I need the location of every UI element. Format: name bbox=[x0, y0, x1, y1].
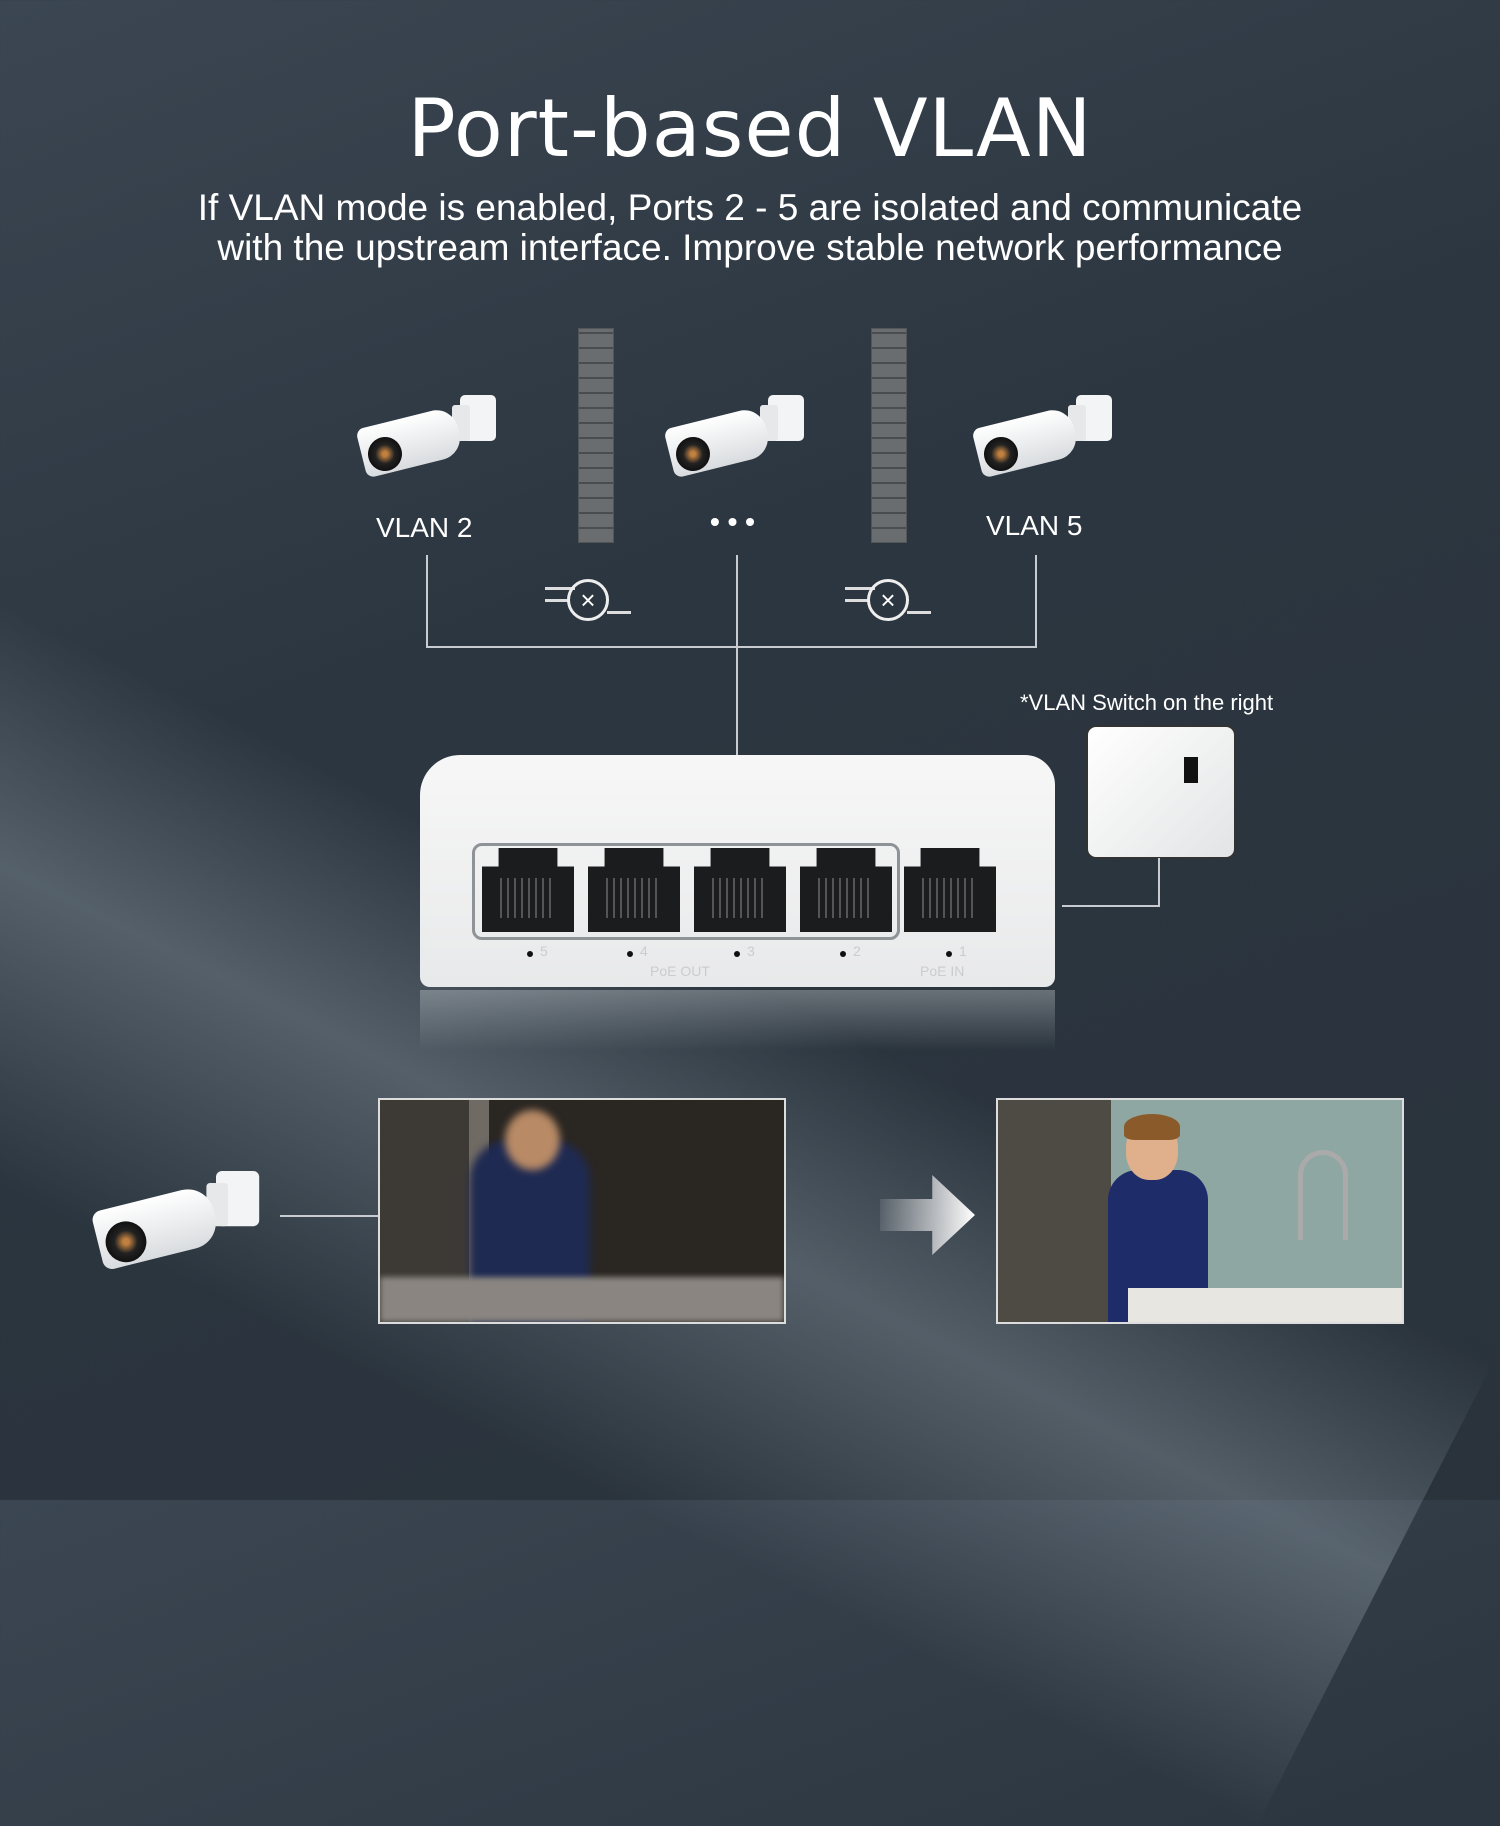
poe-in-label: PoE IN bbox=[920, 963, 965, 979]
connector-line bbox=[1158, 858, 1160, 906]
clear-video-frame bbox=[996, 1098, 1404, 1324]
vlan-5-label: VLAN 5 bbox=[986, 510, 1083, 541]
camera-icon bbox=[663, 395, 808, 485]
port-1 bbox=[904, 848, 996, 932]
connector-line bbox=[280, 1215, 380, 1217]
ellipsis-label: • • • bbox=[710, 506, 755, 537]
port-label: 4 bbox=[640, 943, 648, 959]
connector-line bbox=[736, 555, 738, 855]
port-label: 3 bbox=[747, 943, 755, 959]
poe-out-label: PoE OUT bbox=[650, 963, 710, 979]
vlan-port-group bbox=[472, 843, 900, 940]
brick-wall-icon bbox=[578, 328, 614, 543]
connector-line bbox=[426, 646, 1037, 648]
connector-line bbox=[426, 555, 428, 647]
vlan-switch-note: *VLAN Switch on the right bbox=[1020, 690, 1274, 715]
page-title: Port-based VLAN bbox=[407, 82, 1093, 175]
camera-icon bbox=[355, 395, 500, 485]
subtitle-line-2: with the upstream interface. Improve sta… bbox=[217, 227, 1283, 268]
switch-reflection bbox=[420, 990, 1055, 1050]
isolation-x-icon: × bbox=[545, 575, 635, 625]
camera-icon bbox=[90, 1171, 264, 1279]
port-label: 5 bbox=[540, 943, 548, 959]
vlan-2-label: VLAN 2 bbox=[376, 512, 473, 543]
subtitle: If VLAN mode is enabled, Ports 2 - 5 are… bbox=[0, 188, 1500, 268]
port-label: 2 bbox=[853, 943, 861, 959]
vlan-toggle-switch bbox=[1184, 757, 1198, 783]
camera-icon bbox=[971, 395, 1116, 485]
isolation-x-icon: × bbox=[845, 575, 935, 625]
pixelated-video-frame bbox=[378, 1098, 786, 1324]
port-label: 1 bbox=[959, 943, 967, 959]
poe-switch: 5 4 3 2 1 PoE OUT PoE IN bbox=[420, 755, 1055, 987]
connector-line bbox=[1035, 555, 1037, 647]
brick-wall-icon bbox=[871, 328, 907, 543]
subtitle-line-1: If VLAN mode is enabled, Ports 2 - 5 are… bbox=[197, 187, 1303, 228]
vlan-switch-closeup bbox=[1086, 725, 1236, 859]
connector-line bbox=[1062, 905, 1160, 907]
